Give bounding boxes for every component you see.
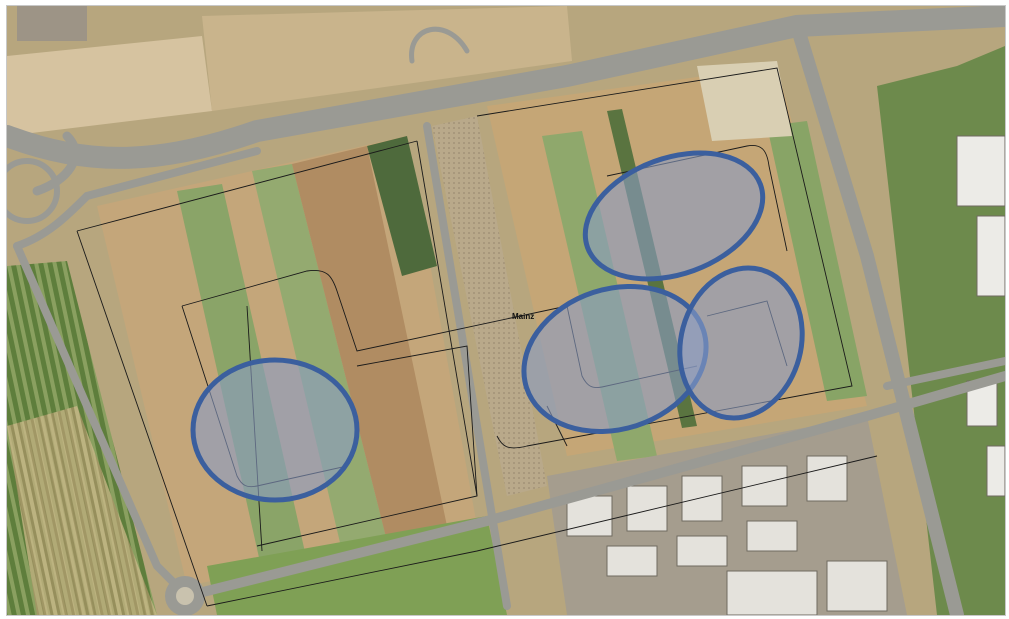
construction-strip <box>432 116 547 496</box>
strip-green-4 <box>767 121 867 401</box>
residential-buildings <box>566 455 888 615</box>
place-label: Mainz <box>512 312 534 321</box>
bare-lot-east <box>697 61 792 141</box>
field-south <box>207 516 507 615</box>
strip-dark-1 <box>367 136 437 276</box>
highlight-zone-north-east[interactable] <box>568 130 781 302</box>
roundabout-west <box>7 158 60 224</box>
highlight-zone-west[interactable] <box>190 357 360 503</box>
building-top-left <box>17 6 87 41</box>
highlight-zone-far-east[interactable] <box>663 254 818 432</box>
roads <box>7 6 1005 615</box>
field-top-left <box>7 36 212 136</box>
strip-brown-1 <box>292 146 447 541</box>
roundabout-south-island <box>176 587 194 605</box>
aerial-map[interactable]: Mainz <box>6 5 1006 616</box>
vineyard-west-2 <box>7 406 157 615</box>
field-top-center <box>202 6 572 111</box>
highlight-zones <box>190 130 818 503</box>
